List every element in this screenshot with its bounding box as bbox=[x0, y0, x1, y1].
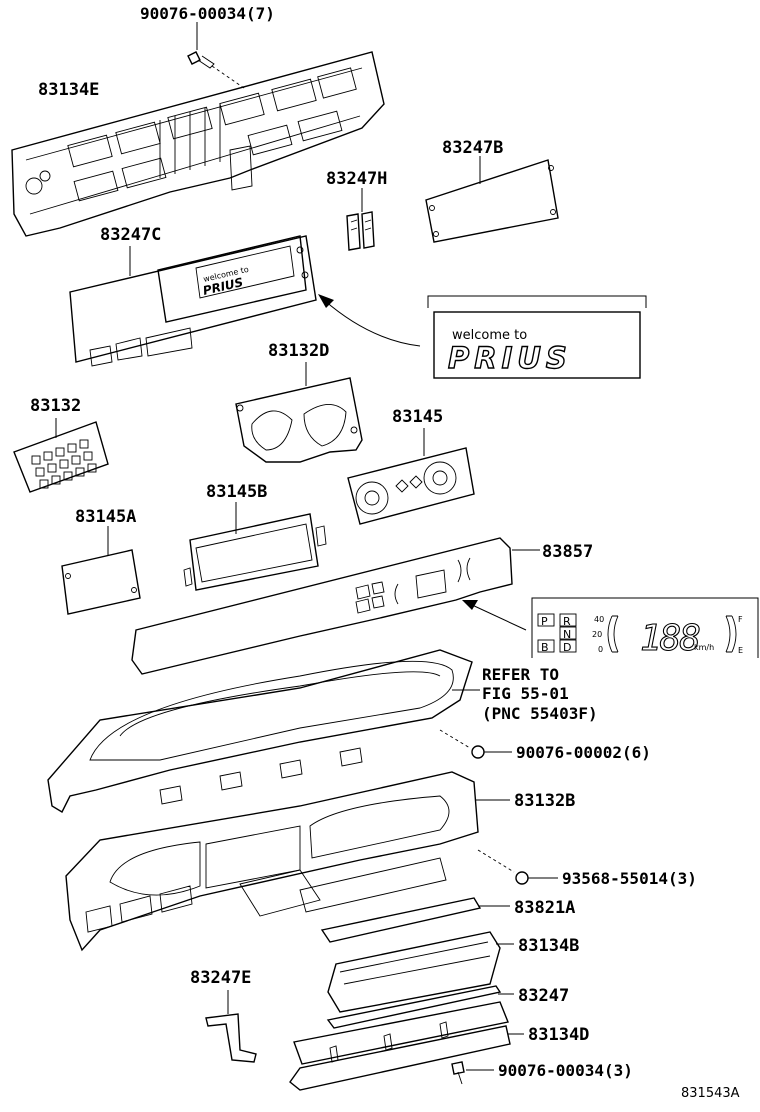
gear-p: P bbox=[541, 615, 548, 628]
label-83145: 83145 bbox=[392, 407, 443, 427]
label-83145A: 83145A bbox=[75, 507, 136, 527]
fuel-e: E bbox=[738, 646, 743, 655]
label-90076-00002-6: 90076-00002(6) bbox=[516, 743, 651, 762]
label-pnc-55403F: (PNC 55403F) bbox=[482, 704, 598, 723]
part-83134D-lower bbox=[289, 1001, 524, 1091]
label-90076-00034-7: 90076-00034(7) bbox=[140, 4, 275, 23]
label-90076-00034-3: 90076-00034(3) bbox=[498, 1061, 633, 1080]
part-83134E-rear-housing bbox=[11, 51, 385, 237]
arrow-to-display-inset bbox=[462, 600, 527, 631]
label-83247: 83247 bbox=[518, 986, 569, 1006]
label-refer-to: REFER TO bbox=[482, 665, 559, 684]
screw-icon bbox=[477, 849, 558, 885]
label-83247E: 83247E bbox=[190, 968, 251, 988]
label-83857: 83857 bbox=[542, 542, 593, 562]
part-83134B-cover bbox=[327, 931, 514, 1013]
fuel-f: F bbox=[738, 615, 743, 624]
part-83145B-lcd bbox=[183, 502, 327, 591]
part-83145A-plate bbox=[61, 526, 141, 615]
part-83247E-connector bbox=[205, 990, 257, 1063]
label-83821A: 83821A bbox=[514, 898, 575, 918]
display-inset: P R N B D 40 20 0 188 km/h F E bbox=[531, 597, 759, 660]
part-83821A-gasket bbox=[320, 897, 510, 943]
label-93568-55014-3: 93568-55014(3) bbox=[562, 869, 697, 888]
speed-digits: 188 bbox=[640, 618, 699, 659]
bolt-bottom-icon bbox=[451, 1061, 494, 1085]
part-83247H-clip bbox=[346, 188, 375, 251]
prius-text: PRIUS bbox=[448, 341, 572, 375]
gear-d: D bbox=[563, 641, 571, 654]
gear-n: N bbox=[563, 628, 571, 641]
label-83134B: 83134B bbox=[518, 936, 579, 956]
welcome-inset: welcome to PRIUS bbox=[427, 295, 647, 379]
bolt-top-icon bbox=[187, 22, 245, 89]
scale-40: 40 bbox=[594, 615, 604, 624]
welcome-text: welcome to bbox=[452, 328, 527, 343]
label-83132: 83132 bbox=[30, 396, 81, 416]
label-83247B: 83247B bbox=[442, 138, 503, 158]
figure-id: 831543A bbox=[681, 1086, 740, 1101]
part-83132D-holder bbox=[235, 362, 363, 463]
part-83145-dial-plate bbox=[347, 428, 475, 525]
label-83134E: 83134E bbox=[38, 80, 99, 100]
part-83247-strip bbox=[326, 985, 514, 1029]
part-bezel-refer bbox=[47, 649, 480, 813]
part-83132B-housing bbox=[65, 771, 510, 952]
part-83857-lens bbox=[131, 537, 540, 675]
label-83132D: 83132D bbox=[268, 341, 329, 361]
part-83132-keypad bbox=[13, 418, 109, 493]
label-83247H: 83247H bbox=[326, 169, 387, 189]
label-83247C: 83247C bbox=[100, 225, 161, 245]
label-83145B: 83145B bbox=[206, 482, 267, 502]
gear-r: R bbox=[563, 615, 571, 628]
part-83247B-plate bbox=[425, 156, 559, 243]
scale-0: 0 bbox=[598, 645, 603, 654]
speed-unit: km/h bbox=[694, 643, 714, 652]
label-fig-55-01: FIG 55-01 bbox=[482, 684, 569, 703]
scale-20: 20 bbox=[592, 630, 602, 639]
gear-b: B bbox=[541, 641, 549, 654]
label-83132B: 83132B bbox=[514, 791, 575, 811]
label-83134D: 83134D bbox=[528, 1025, 589, 1045]
bolt-mid-icon bbox=[439, 729, 512, 759]
arrow-to-welcome-inset bbox=[318, 294, 421, 347]
